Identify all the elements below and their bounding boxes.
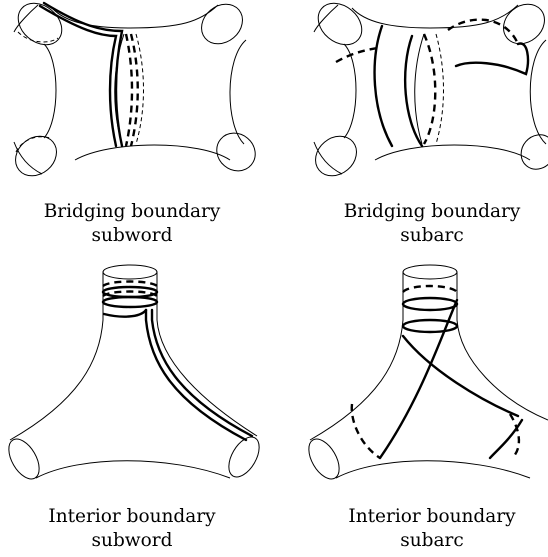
caption-interior-subword: Interior boundary subword xyxy=(12,505,252,553)
caption-line-1: Bridging boundary xyxy=(12,200,252,224)
caption-bridging-subarc: Bridging boundary subarc xyxy=(312,200,548,248)
panel-interior-subword-figure xyxy=(3,265,266,484)
caption-interior-subarc: Interior boundary subarc xyxy=(312,505,548,553)
four-holed-sphere-outline-2 xyxy=(314,5,546,174)
central-dashed-curve-2 xyxy=(436,34,444,144)
subword-strand-left xyxy=(104,310,146,317)
caption-line-2: subword xyxy=(12,224,252,248)
cuff-bottom-right xyxy=(209,125,263,178)
subarc-long-sweep xyxy=(403,336,518,416)
caption-line-1: Interior boundary xyxy=(12,505,252,529)
caption-line-1: Interior boundary xyxy=(312,505,548,529)
pants-outline xyxy=(10,320,257,478)
subarc-left-dashed xyxy=(352,404,380,458)
subarc-loop-upper-dashed xyxy=(403,286,457,292)
panel-interior-subarc-figure xyxy=(303,265,548,484)
subarc-dashed-middle xyxy=(424,34,435,144)
cuff-bottom-right-2 xyxy=(514,128,548,176)
central-thin-curve-2 xyxy=(415,34,424,144)
cuff-top-left-2 xyxy=(310,0,370,53)
central-dashed-curve xyxy=(136,34,144,144)
caption-line-1: Bridging boundary xyxy=(312,200,548,224)
loop-dashed-1 xyxy=(103,282,157,287)
subarc-diagonal xyxy=(380,300,457,458)
loop-solid-2 xyxy=(103,297,157,307)
cuff-top-left xyxy=(10,0,70,53)
subarc-solid-middle xyxy=(405,36,422,146)
pants-outline-2 xyxy=(310,320,548,478)
caption-line-2: subarc xyxy=(312,224,548,248)
subword-dashed-2 xyxy=(131,34,138,146)
subarc-loop-upper xyxy=(403,298,457,310)
panel-bridging-subword-figure xyxy=(8,0,263,184)
caption-line-2: subarc xyxy=(312,529,548,553)
caption-bridging-subword: Bridging boundary subword xyxy=(12,200,252,248)
cuff-bottom-left-2 xyxy=(308,128,365,184)
subword-strand-b xyxy=(152,310,252,436)
subword-dashed-1 xyxy=(126,34,132,146)
subword-strand-a xyxy=(146,310,246,440)
subarc-dashed-left xyxy=(336,48,378,62)
top-cuff xyxy=(103,265,157,279)
top-cuff-2 xyxy=(403,265,457,279)
four-holed-sphere-outline xyxy=(14,5,246,174)
subarc-solid-left xyxy=(375,26,392,146)
caption-line-2: subword xyxy=(12,529,252,553)
subarc-solid-right xyxy=(456,43,528,74)
panel-bridging-subarc-figure xyxy=(308,0,548,184)
cuff-bottom-left xyxy=(8,128,65,184)
cuff-bottom-left-hidden xyxy=(16,137,50,152)
